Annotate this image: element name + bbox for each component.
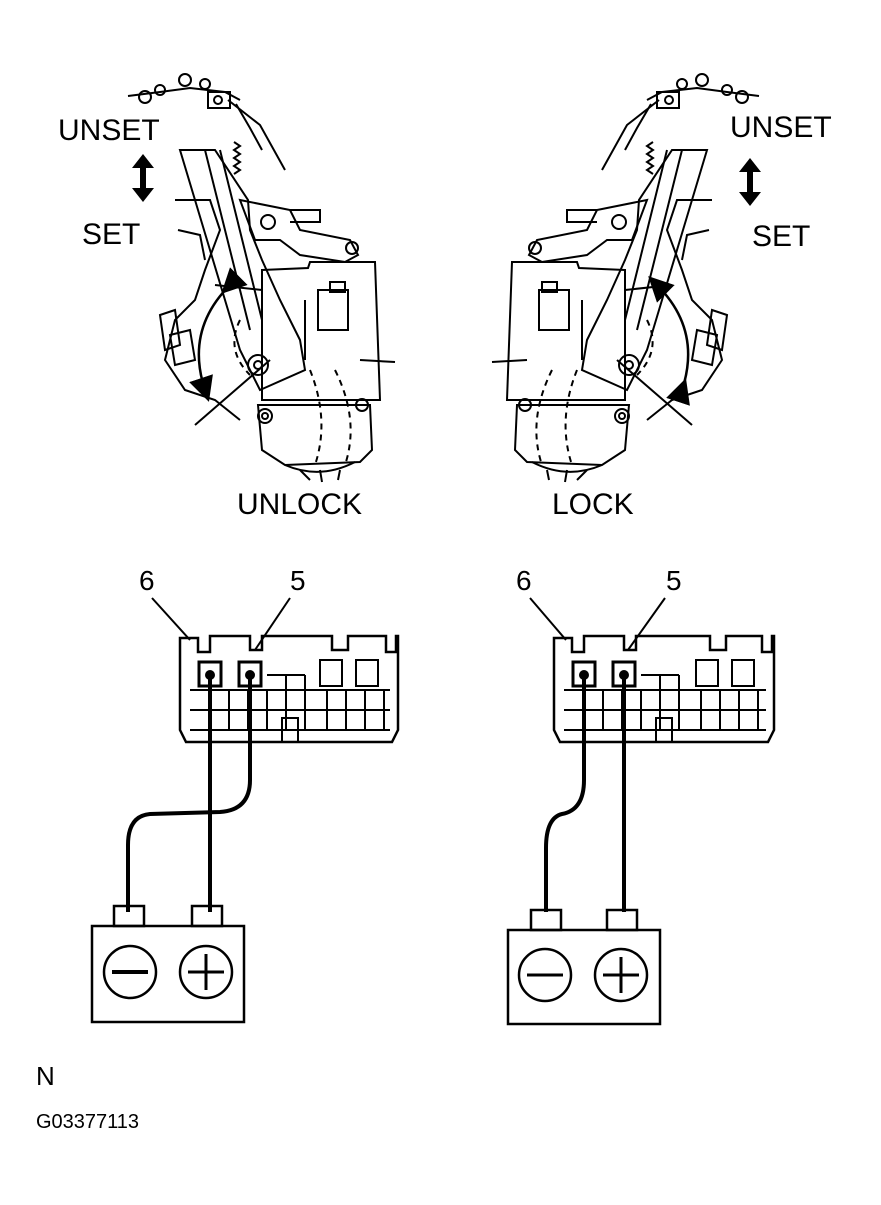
left-battery-positive-icon bbox=[178, 944, 234, 1000]
right-pin-5-leader bbox=[627, 597, 666, 651]
footer-letter: N bbox=[36, 1061, 55, 1091]
left-battery bbox=[90, 904, 246, 1024]
right-pin-6-label: 6 bbox=[516, 565, 532, 596]
left-door-lock-mechanism bbox=[127, 73, 396, 483]
right-set-label: SET bbox=[752, 220, 810, 253]
left-connector bbox=[178, 634, 400, 744]
figure-id: G03377113 bbox=[36, 1111, 139, 1133]
left-wire-pin5-to-negative bbox=[126, 675, 252, 912]
right-door-lock-mechanism bbox=[491, 73, 760, 483]
right-battery-negative-icon bbox=[517, 947, 573, 1003]
right-unset-label: UNSET bbox=[730, 111, 832, 144]
right-battery-positive-icon bbox=[593, 947, 649, 1003]
right-pin-6-leader bbox=[529, 597, 567, 641]
left-mode-label: UNLOCK bbox=[237, 488, 362, 521]
left-battery-negative-icon bbox=[102, 944, 158, 1000]
left-pin-5-label: 5 bbox=[290, 565, 306, 596]
left-pin-5-leader bbox=[254, 597, 291, 651]
right-set-unset-arrow-icon bbox=[739, 158, 761, 206]
left-set-unset-arrow-icon bbox=[132, 154, 154, 202]
left-pin-6-leader bbox=[151, 597, 191, 641]
right-connector bbox=[552, 634, 776, 744]
left-unset-label: UNSET bbox=[58, 114, 160, 147]
left-set-label: SET bbox=[82, 218, 140, 251]
right-pin-5-label: 5 bbox=[666, 565, 682, 596]
right-mode-label: LOCK bbox=[552, 488, 634, 521]
left-pin-6-label: 6 bbox=[139, 565, 155, 596]
right-wire-pin6-to-negative bbox=[544, 675, 586, 912]
right-battery bbox=[506, 908, 662, 1026]
